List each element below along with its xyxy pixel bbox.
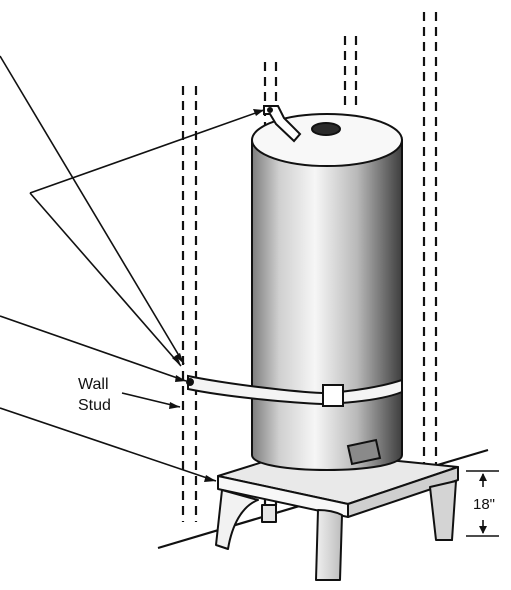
strap-clamp <box>322 384 344 407</box>
top-bracket <box>263 105 302 143</box>
access-panel <box>346 438 382 466</box>
wall-stud-left <box>181 86 198 522</box>
label-wall: Wall <box>78 376 109 393</box>
wall-stud-right <box>422 12 438 470</box>
flue-pipe <box>311 122 341 136</box>
stand-skirt-right <box>347 466 459 518</box>
stand-leg-right <box>429 480 457 541</box>
label-height: 18" <box>473 496 495 513</box>
wall-studs <box>181 12 438 522</box>
height-dimension-arrows <box>479 473 487 534</box>
arrowheads <box>169 109 264 482</box>
stand-leg-left <box>215 489 259 550</box>
wall-stud-center-right <box>343 36 358 110</box>
stand-leg-front <box>315 509 343 581</box>
strap-bolt <box>186 378 194 386</box>
leader-arrows <box>0 55 265 482</box>
water-heater-tank <box>251 113 403 471</box>
label-stud: Stud <box>78 397 111 414</box>
tank-body <box>251 139 403 471</box>
restraint-strap <box>186 374 403 407</box>
